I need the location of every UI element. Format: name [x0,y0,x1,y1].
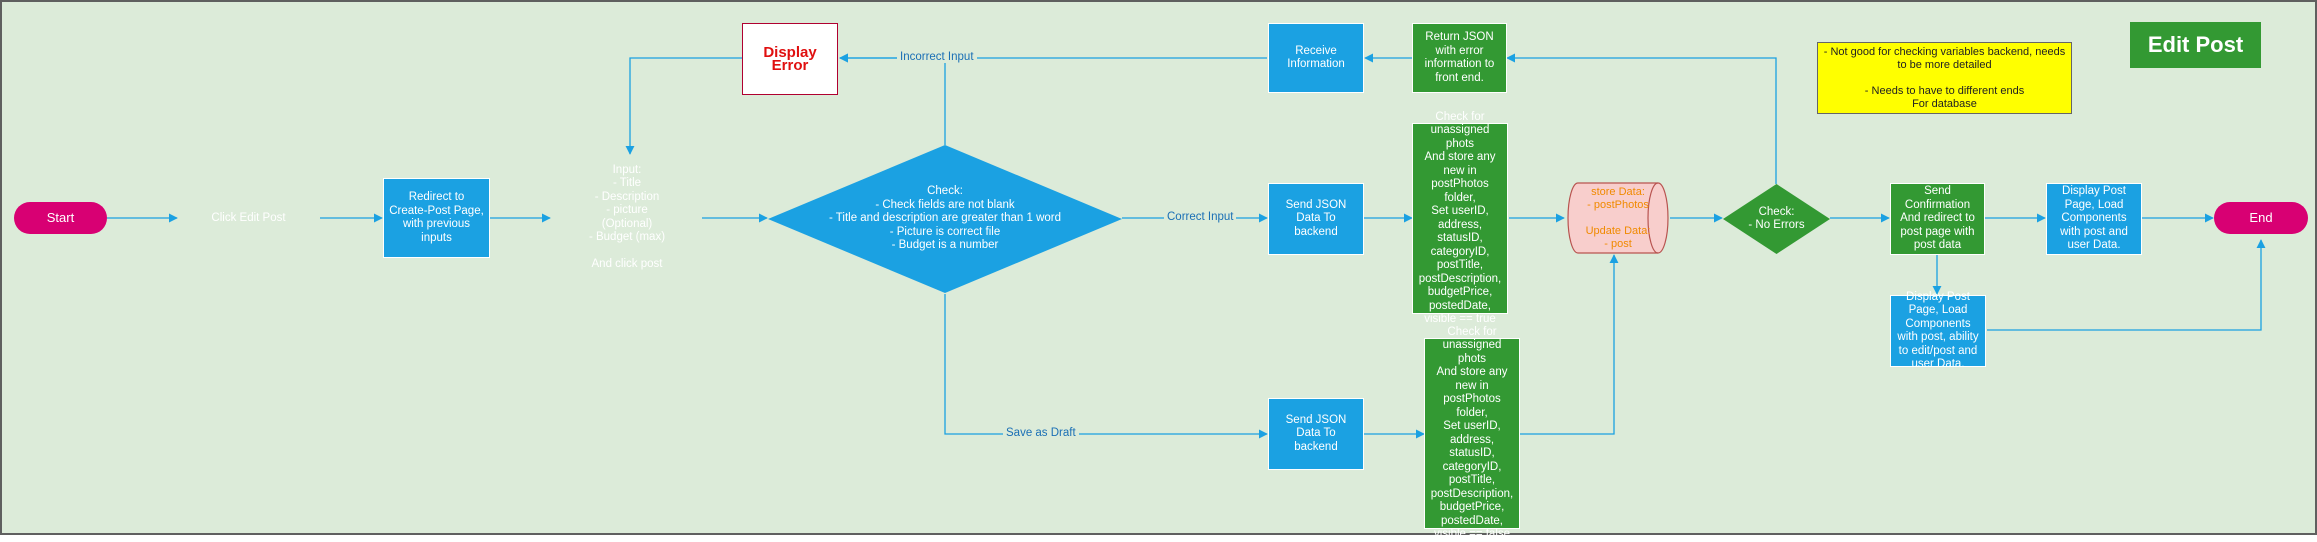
input-fields-data: Input: - Title - Description - picture (… [557,160,697,275]
receive-label: Receive Information [1287,44,1345,71]
display-post-edit-label: Display Post Page, Load Components with … [1897,290,1979,371]
start-label: Start [46,210,75,226]
check-store-bottom-process: Check for unassigned phots And store any… [1424,326,1520,540]
check-store-top-label: Check for unassigned phots And store any… [1418,110,1502,326]
receive-information-process: Receive Information [1268,23,1364,93]
end-terminal: End [2214,202,2308,234]
redirect-label: Redirect to Create-Post Page, with previ… [389,191,484,244]
display-post-top-label: Display Post Page, Load Components with … [2060,185,2128,252]
check-inputs-label: Check: - Check fields are not blank - Ti… [828,185,1062,252]
display-post-edit-process: Display Post Page, Load Components with … [1890,291,1986,370]
edge-error-input [625,57,742,155]
edge-label-incorrect: Incorrect Input [897,51,977,63]
return-json-label: Return JSON with error information to fr… [1424,31,1495,84]
input-label: Input: - Title - Description - picture (… [588,163,666,271]
check-errors-label: Check: - No Errors [1748,205,1805,232]
edge-check-error [839,53,946,145]
start-terminal: Start [14,202,107,234]
check-inputs-decision: Check: - Check fields are not blank - Ti… [768,145,1122,293]
redirect-create-post-process: Redirect to Create-Post Page, with previ… [383,178,490,258]
check-store-bottom-label: Check for unassigned phots And store any… [1430,325,1514,541]
click-edit-label: Click Edit Post [211,212,286,225]
send-confirmation-label: Send Confirmation And redirect to post p… [1900,185,1975,252]
send-json-top-process: Send JSON Data To backend [1268,183,1364,255]
check-no-errors-decision: Check: - No Errors [1723,184,1830,254]
store-data-database: store Data: - postPhotos Update Data: - … [1566,182,1670,254]
page-title: Edit Post [2130,22,2261,68]
decision-diamond-shape [768,145,1122,293]
notes-text: - Not good for checking variables backen… [1823,45,2066,110]
return-json-process: Return JSON with error information to fr… [1412,23,1507,93]
page-title-text: Edit Post [2147,32,2244,58]
send-json-top-label: Send JSON Data To backend [1285,198,1347,238]
click-edit-post-input: Click Edit Post [177,185,320,253]
decision-diamond-small-shape [1723,184,1830,254]
send-json-bottom-label: Send JSON Data To backend [1285,413,1347,453]
edge-label-draft: Save as Draft [1003,427,1079,439]
check-store-top-process: Check for unassigned phots And store any… [1412,111,1508,325]
edge-storebottom-data [1520,254,1619,435]
send-json-bottom-process: Send JSON Data To backend [1268,398,1364,470]
edge-check-return [1506,53,1777,184]
end-label: End [2249,210,2273,226]
edge-edit-end [1987,239,2266,331]
notes-sticky: - Not good for checking variables backen… [1817,42,2072,114]
edge-label-correct: Correct Input [1164,211,1237,223]
display-post-top-process: Display Post Page, Load Components with … [2046,183,2142,255]
display-error-box: Display Error [742,23,838,95]
edge-check-draft [944,294,1268,439]
display-error-label: Display Error [763,43,817,74]
send-confirmation-process: Send Confirmation And redirect to post p… [1890,183,1985,255]
database-cylinder-shape [1567,182,1669,254]
store-data-label: store Data: - postPhotos Update Data: - … [1585,185,1651,250]
